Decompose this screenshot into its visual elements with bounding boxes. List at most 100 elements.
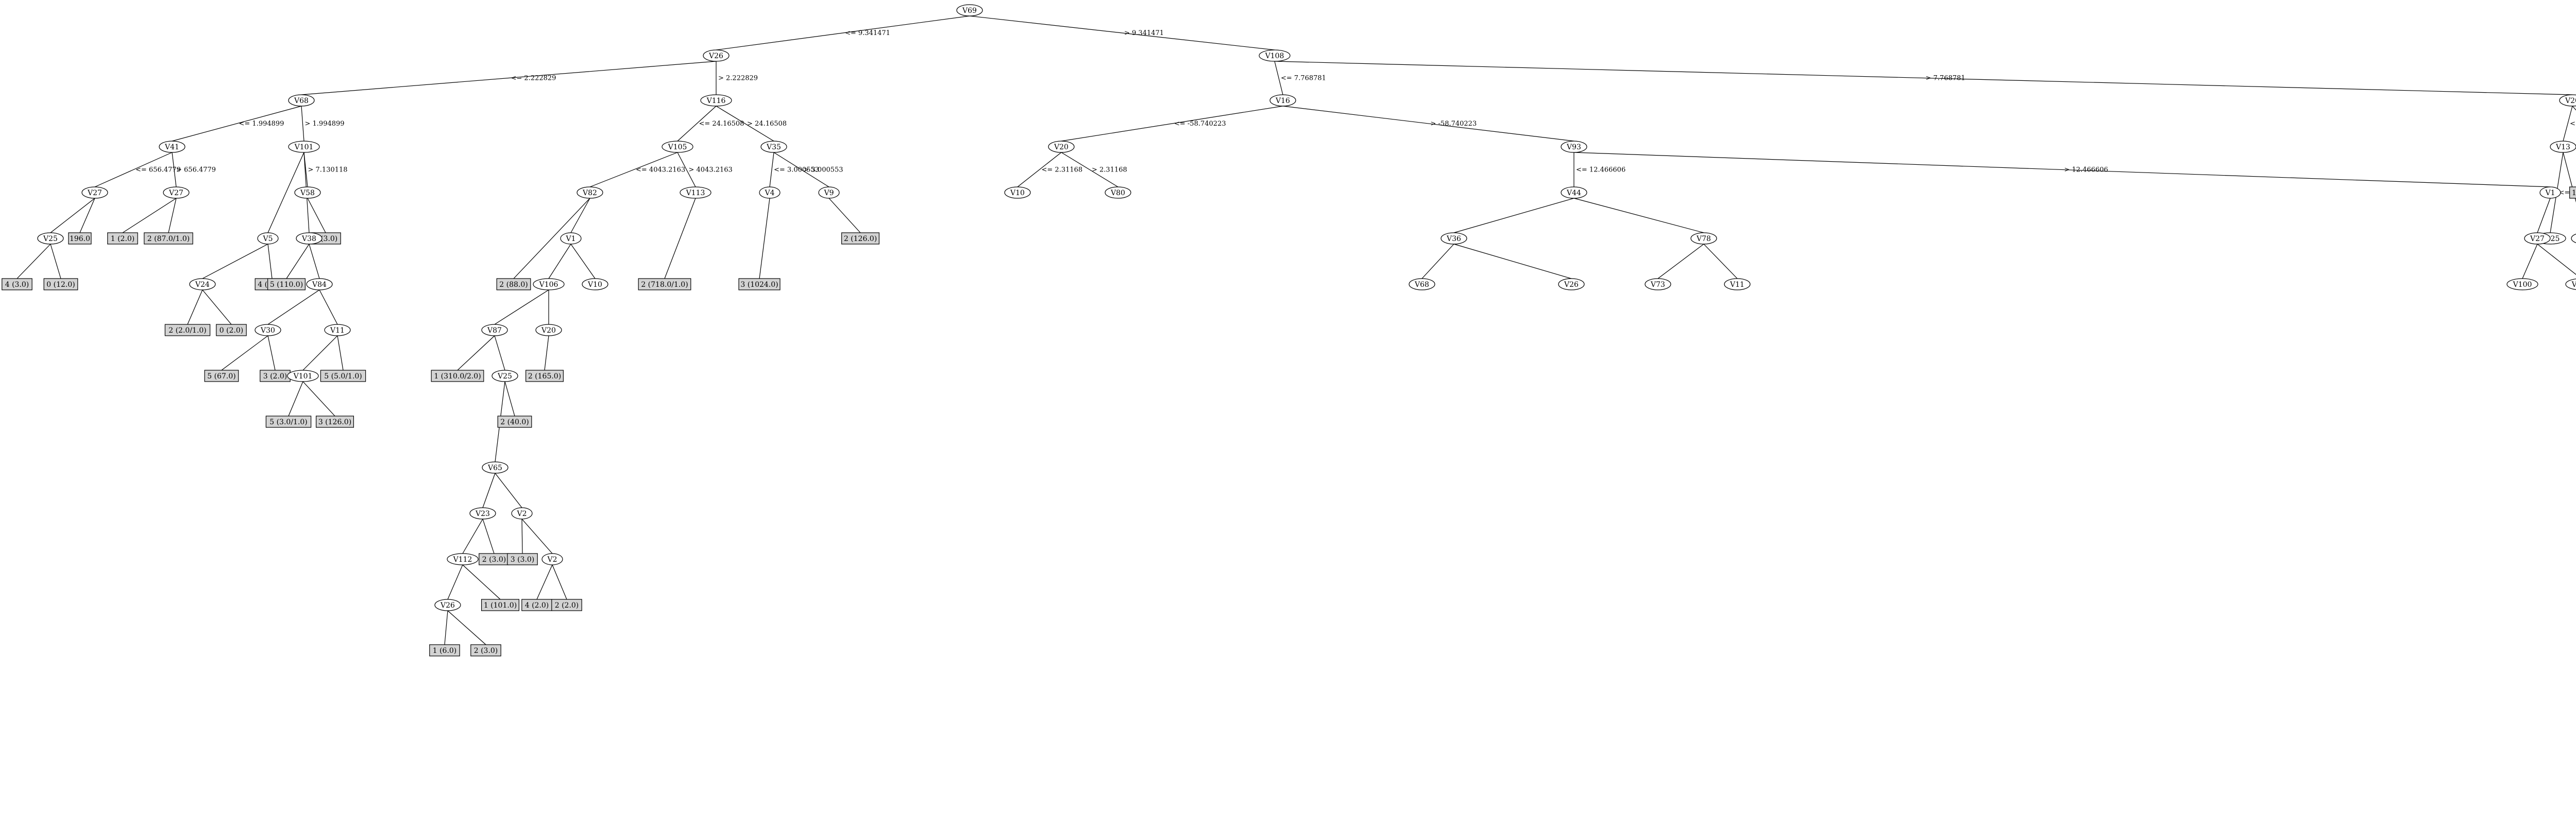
leaf-box [43, 278, 78, 290]
edge-label: <= 4043.2163 [636, 166, 685, 174]
tree-edge [677, 106, 717, 142]
node-ellipse [703, 49, 730, 62]
node-label: 1 (6.0) [433, 647, 457, 655]
decision-node: V68 [1409, 278, 1435, 290]
leaf-node: 2 (2.0/1.0) [164, 324, 211, 336]
node-label: V44 [1566, 189, 1581, 197]
decision-node: V78 [1690, 232, 1717, 245]
node-ellipse [662, 141, 693, 153]
node-label: V105 [668, 143, 687, 151]
tree-edge [302, 381, 335, 417]
decision-node: V82 [577, 186, 603, 199]
tree-edge [570, 198, 590, 233]
tree-edge [677, 152, 696, 187]
node-label: 2 (2.0) [555, 601, 579, 610]
node-ellipse [956, 4, 983, 16]
tree-edge [1061, 106, 1283, 142]
leaf-box [216, 324, 247, 336]
tree-edge [773, 152, 829, 187]
tree-edge [1421, 244, 1454, 279]
leaf-node: 4 (2.0) [521, 599, 552, 611]
node-label: V84 [312, 281, 327, 289]
leaf-node: 2 (87.0/1.0) [144, 232, 193, 245]
tree-edge [2563, 106, 2573, 142]
tree-edge [1282, 106, 1574, 142]
leaf-node: 196.0 [68, 232, 92, 245]
decision-node: V44 [1561, 186, 1587, 199]
leaf-node: 0 (12.0) [43, 278, 78, 290]
node-label: V101 [294, 143, 314, 151]
tree-edge [2537, 244, 2576, 275]
node-label: V78 [1696, 235, 1711, 243]
node-label: V11 [1730, 281, 1744, 289]
node-ellipse [324, 324, 351, 336]
edge-label: <= 3.000553 [774, 166, 819, 174]
node-label: V82 [582, 189, 597, 197]
node-ellipse [288, 141, 320, 153]
node-label: 3 (2.0) [263, 372, 287, 381]
node-label: V4 [764, 189, 774, 197]
tree-edge [482, 519, 495, 554]
leaf-node: 1 (101.0) [481, 599, 519, 611]
node-ellipse [287, 370, 319, 382]
leaf-node: 2 (165.0) [525, 370, 564, 382]
decision-node: V108 [1259, 49, 1291, 62]
node-label: 5 (5.0/1.0) [324, 372, 362, 381]
tree-edge [828, 198, 861, 233]
decision-node: V26 [703, 49, 730, 62]
node-ellipse [447, 553, 479, 565]
tree-edge [462, 519, 483, 554]
tree-edge [444, 610, 448, 645]
node-ellipse [818, 186, 840, 199]
node-label: V113 [686, 189, 705, 197]
node-label: V30 [260, 326, 275, 335]
decision-node: V84 [306, 278, 333, 290]
node-label: 0 (12.0) [46, 281, 75, 289]
tree-nodes: V69V26V108V68V116V16V20V41V101V105V35V20… [2, 4, 2576, 657]
leaf-box [497, 416, 532, 428]
leaf-box [204, 370, 239, 382]
decision-node: V105 [662, 141, 693, 153]
tree-edge [969, 15, 1275, 50]
node-label: 2 (87.0/1.0) [147, 235, 190, 243]
leaf-node: 1 (2.0) [107, 232, 138, 245]
leaf-box [320, 370, 366, 382]
decision-node: V2 [511, 507, 533, 520]
tree-edge [1657, 244, 1704, 279]
decision-node: V27 [2524, 232, 2551, 245]
node-label: V101 [293, 372, 313, 381]
leaf-box [470, 644, 501, 657]
node-ellipse [1409, 278, 1435, 290]
node-label: 1 (310.0/2.0) [434, 372, 481, 381]
node-label: 1 (108.0) [2572, 189, 2576, 197]
tree-edge [1274, 61, 2573, 95]
decision-node: V5 [257, 232, 279, 245]
tree-edge [457, 335, 495, 371]
node-label: V1 [2545, 189, 2555, 197]
tree-edge [172, 106, 302, 142]
tree-edge [288, 381, 303, 417]
node-label: V26 [440, 601, 455, 610]
tree-edge [759, 198, 770, 279]
leaf-box [525, 370, 564, 382]
edge-label: > 7.768781 [1926, 75, 1965, 82]
tree-edge [589, 152, 678, 187]
node-ellipse [759, 186, 781, 199]
decision-node: V23 [469, 507, 496, 520]
node-ellipse [1048, 141, 1075, 153]
node-label: 5 (110.0) [270, 281, 303, 289]
node-label: V20 [541, 326, 556, 335]
leaf-node: 2 (3.0) [479, 553, 510, 565]
node-ellipse [680, 186, 711, 199]
tree-edge [1274, 61, 1283, 95]
leaf-node: 3 (126.0) [315, 416, 354, 428]
leaf-node: 3 (3.0) [507, 553, 538, 565]
leaf-node: 2 (126.0) [841, 232, 879, 245]
leaf-box [107, 232, 138, 245]
tree-edge [716, 15, 970, 50]
node-ellipse [1561, 186, 1587, 199]
leaf-box [429, 644, 460, 657]
tree-edge [319, 289, 338, 325]
edge-label: > 656.4779 [176, 166, 216, 174]
node-ellipse [1269, 94, 1296, 107]
